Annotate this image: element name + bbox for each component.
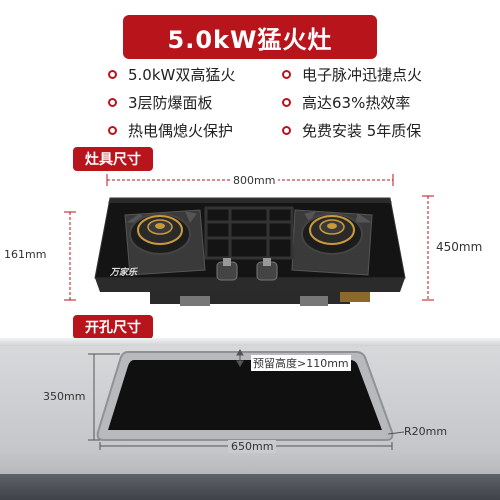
center-grate [204, 206, 294, 260]
feature-text: 电子脉冲迅捷点火 [302, 65, 423, 84]
clearance-label: 预留高度>110mm [251, 355, 351, 371]
feature-item: 高达63%热效率 [282, 90, 410, 114]
cutout-size-label: 开孔尺寸 [85, 320, 141, 336]
height-dimension [64, 211, 76, 301]
bullet-icon [108, 97, 117, 107]
cutout-depth-dimension [88, 353, 120, 441]
stove-size-label: 灶具尺寸 [85, 152, 141, 168]
left-knob-icon[interactable] [216, 258, 238, 281]
feature-text: 3层防爆面板 [128, 93, 213, 112]
feature-text: 热电偶熄火保护 [128, 121, 234, 140]
cutout-width-label: 650mm [228, 440, 277, 453]
stove-width-label: 800mm [230, 174, 279, 187]
feature-item: 免费安装 5年质保 [282, 118, 421, 142]
feature-text: 高达63%热效率 [302, 93, 411, 112]
clearance-dimension [236, 349, 244, 367]
feature-item: 热电偶熄火保护 [108, 118, 233, 142]
bullet-icon [282, 97, 291, 107]
countertop-edge [0, 338, 500, 346]
countertop [0, 338, 500, 500]
right-burner-icon [301, 213, 363, 255]
stove-depth-label: 450mm [436, 240, 483, 254]
stove-size-tag: 灶具尺寸 [73, 147, 153, 171]
stove-illustration [64, 174, 434, 306]
bullet-icon [108, 125, 117, 135]
left-burner-icon [129, 213, 191, 255]
feature-item: 电子脉冲迅捷点火 [282, 62, 422, 86]
cutout-depth-label: 350mm [43, 390, 86, 403]
stove-height-label: 161mm [4, 248, 47, 261]
feature-item: 3层防爆面板 [108, 90, 213, 114]
cutout-size-tag: 开孔尺寸 [73, 315, 153, 339]
feature-list: 5.0kW双高猛火 电子脉冲迅捷点火 3层防爆面板 高达63%热效率 热电偶熄火… [0, 62, 500, 144]
feature-text: 免费安装 5年质保 [302, 121, 422, 140]
radius-pointer [387, 431, 405, 435]
right-knob-icon[interactable] [256, 258, 278, 281]
feature-text: 5.0kW双高猛火 [128, 65, 236, 84]
brand-logo: 万家乐 [110, 268, 138, 278]
cabinet-front [0, 474, 500, 500]
bullet-icon [282, 69, 291, 79]
page-title: 5.0kW猛火灶 [167, 25, 333, 54]
title-banner: 5.0kW猛火灶 [123, 15, 377, 59]
depth-dimension [422, 195, 434, 301]
bullet-icon [282, 125, 291, 135]
bullet-icon [108, 69, 117, 79]
feature-item: 5.0kW双高猛火 [108, 62, 235, 86]
radius-label: R20mm [404, 425, 448, 438]
